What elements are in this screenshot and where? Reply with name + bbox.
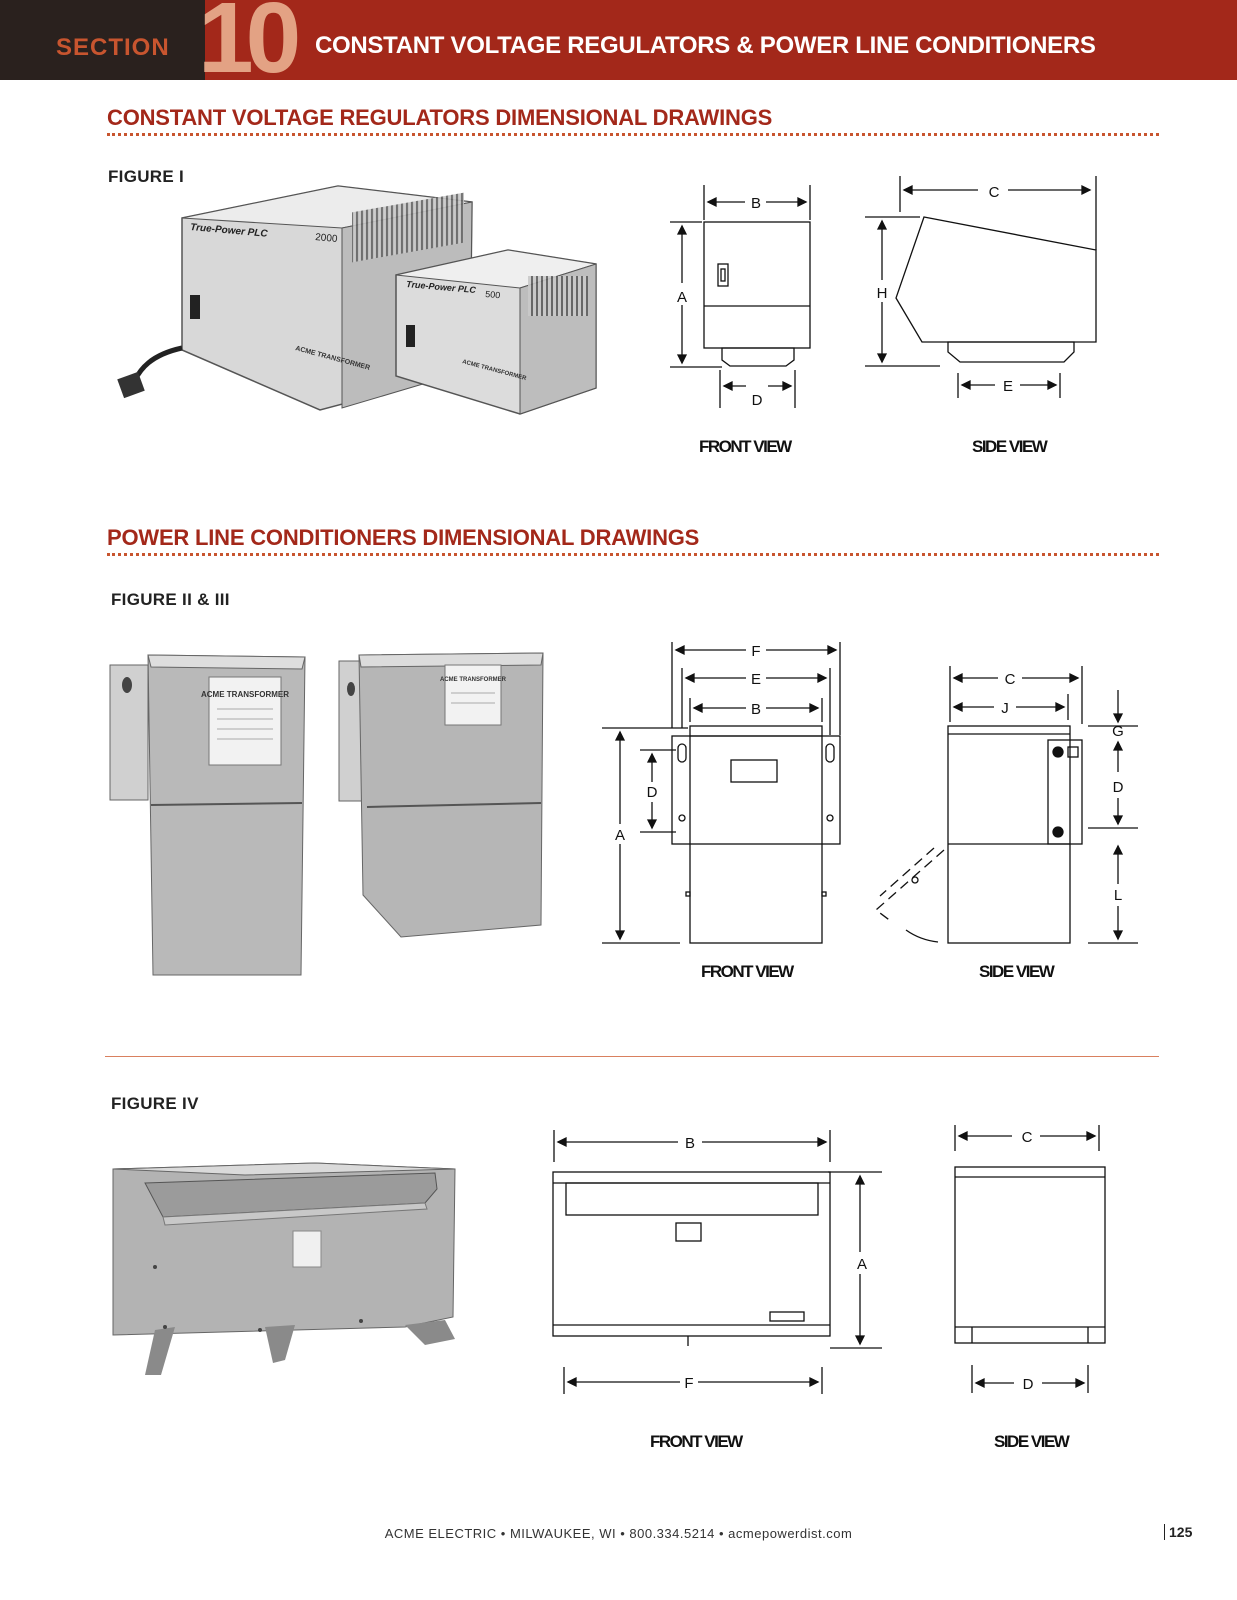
dim-a-label-2: A <box>615 827 625 844</box>
figure-1-photo: True-Power PLC 2000 ACME TRANSFORMER Tru… <box>117 185 597 415</box>
figure-1-side-view: C H E <box>865 176 1097 398</box>
figure-1-side-view-label: SIDE VIEW <box>972 437 1048 456</box>
dim-g-label: G <box>1112 723 1124 740</box>
side-body-outline <box>895 216 1097 343</box>
plug <box>117 371 145 399</box>
front-top-section <box>671 735 841 845</box>
header-dark-band <box>0 0 205 80</box>
plc-heading: POWER LINE CONDITIONERS DIMENSIONAL DRAW… <box>107 525 700 550</box>
dim-c-label-3: C <box>1022 1129 1033 1146</box>
dim-a-label: A <box>677 289 687 306</box>
side-bracket <box>1047 739 1083 845</box>
nameplate-1 <box>208 676 282 766</box>
regulator-500-model: 500 <box>485 289 501 300</box>
dim-j-label: J <box>1001 700 1009 717</box>
dim-b-label-3: B <box>685 1135 695 1152</box>
nameplate-1-logo: ACME TRANSFORMER <box>201 690 289 699</box>
cvr-heading-rule <box>107 133 1159 136</box>
dim-f-label-2: F <box>684 1375 693 1392</box>
dim-d-label: D <box>752 392 763 409</box>
section-label: SECTION <box>56 34 170 61</box>
figure-2-3-front-view-label: FRONT VIEW <box>701 962 794 981</box>
front-body-outline <box>703 221 811 349</box>
figure-1-front-view: B A D <box>670 185 811 409</box>
regulator-2000-model: 2000 <box>315 232 339 245</box>
figure-4-photo <box>112 1162 456 1375</box>
figure-divider <box>105 1056 1159 1057</box>
fig4-nameplate <box>292 1230 322 1268</box>
dim-d-label-4: D <box>1023 1376 1034 1393</box>
power-cord <box>132 345 183 382</box>
side-feet <box>947 341 1075 363</box>
front-enclosure-outline <box>689 725 823 944</box>
dim-d-label-2: D <box>647 784 658 801</box>
front-feet <box>721 347 795 367</box>
figure-2-3-side-view-label: SIDE VIEW <box>979 962 1055 981</box>
figure-1-front-view-label: FRONT VIEW <box>699 437 792 456</box>
figure-4-side-view: C D <box>954 1125 1106 1393</box>
dim-b-label-2: B <box>751 701 761 718</box>
header-red-band <box>205 0 1237 80</box>
section-number: 10 <box>198 0 301 94</box>
side-enclosure-outline <box>947 725 1071 944</box>
figure-4-label: FIGURE IV <box>111 1094 199 1113</box>
regulator-2000-switch <box>190 295 200 319</box>
nameplate-2-logo: ACME TRANSFORMER <box>440 677 507 683</box>
figure-2-3-photo: ACME TRANSFORMER ACME TRANSFORMER <box>109 652 544 976</box>
footer-text: ACME ELECTRIC • MILWAUKEE, WI • 800.334.… <box>384 1526 853 1541</box>
fig4-side-outline <box>954 1166 1106 1344</box>
figure-2-3-label: FIGURE II & III <box>111 590 230 609</box>
figure-4-front-view: B A F <box>552 1130 882 1394</box>
figure-2-3-front-view: F E B A D <box>602 642 841 944</box>
header-title: CONSTANT VOLTAGE REGULATORS & POWER LINE… <box>315 32 1096 59</box>
dim-e-label: E <box>1003 378 1013 395</box>
dim-b-label: B <box>751 195 761 212</box>
figure-4-front-view-label: FRONT VIEW <box>650 1432 743 1451</box>
plc-heading-rule <box>107 553 1159 556</box>
dim-l-label: L <box>1114 887 1122 904</box>
fig4-front-outline <box>552 1171 831 1337</box>
figure-4-side-view-label: SIDE VIEW <box>994 1432 1070 1451</box>
dim-a-label-3: A <box>857 1256 867 1273</box>
dim-e-label-2: E <box>751 671 761 688</box>
regulator-500-switch <box>406 325 415 347</box>
dim-d-label-3: D <box>1113 779 1124 796</box>
cvr-heading: CONSTANT VOLTAGE REGULATORS DIMENSIONAL … <box>107 105 773 130</box>
dim-h-label: H <box>877 285 888 302</box>
nameplate-2 <box>444 664 502 726</box>
figure-2-3-side-view: C J G D L <box>874 666 1138 944</box>
dim-c-label: C <box>989 184 1000 201</box>
page-number: 125 <box>1164 1524 1192 1540</box>
dim-f-label: F <box>751 643 760 660</box>
figure-1-label: FIGURE I <box>108 167 185 186</box>
dim-c-label-2: C <box>1005 671 1016 688</box>
